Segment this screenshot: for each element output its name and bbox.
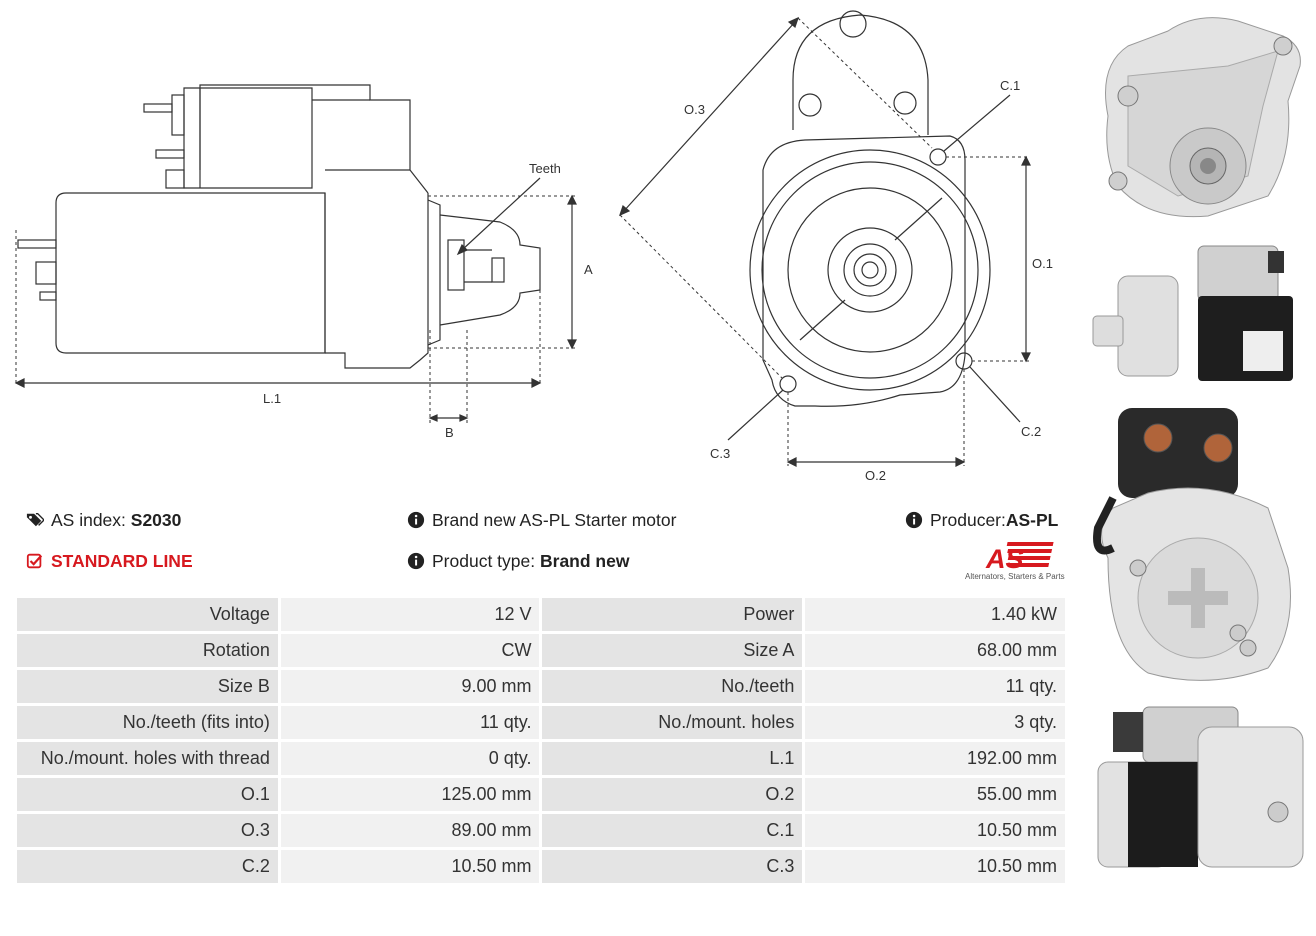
product-type-row: Product type: Brand new <box>407 550 629 572</box>
spec-value: 10.50 mm <box>805 814 1065 847</box>
spec-value: 10.50 mm <box>280 850 540 883</box>
spec-label: O.2 <box>542 778 803 811</box>
spec-value: 11 qty. <box>805 670 1065 703</box>
b-label: B <box>445 425 454 440</box>
standard-line-label: STANDARD LINE <box>51 551 193 571</box>
o2-label: O.2 <box>865 468 886 483</box>
spec-value: 125.00 mm <box>280 778 540 811</box>
product-type-value: Brand new <box>540 551 630 571</box>
producer-row: Producer:AS-PL <box>905 509 1058 531</box>
spec-label: C.3 <box>542 850 803 883</box>
spec-label: Voltage <box>17 598 278 631</box>
side-view-drawing: Teeth A L.1 B <box>14 84 593 440</box>
as-index-row: AS index: S2030 <box>26 509 181 531</box>
table-row: No./teeth (fits into)11 qty.No./mount. h… <box>17 706 1065 739</box>
spec-value: 0 qty. <box>280 742 540 775</box>
checkbox-checked-icon <box>26 553 43 569</box>
l1-label: L.1 <box>263 391 281 406</box>
product-photo-front <box>1105 17 1301 218</box>
spec-value: 1.40 kW <box>805 598 1065 631</box>
o1-label: O.1 <box>1032 256 1053 271</box>
spec-value: 11 qty. <box>280 706 540 739</box>
spec-value: 55.00 mm <box>805 778 1065 811</box>
spec-label: No./mount. holes with thread <box>17 742 278 775</box>
spec-value: 3 qty. <box>805 706 1065 739</box>
spec-label: Size A <box>542 634 803 667</box>
as-index-value: S2030 <box>130 510 182 530</box>
spec-label: Power <box>542 598 803 631</box>
spec-label: Size B <box>17 670 278 703</box>
description-text: Brand new AS-PL Starter motor <box>432 510 677 530</box>
spec-label: C.1 <box>542 814 803 847</box>
spec-value: 9.00 mm <box>280 670 540 703</box>
spec-label: L.1 <box>542 742 803 775</box>
c3-label: C.3 <box>710 446 730 461</box>
spec-label: C.2 <box>17 850 278 883</box>
as-logo-mark: AS <box>985 542 1054 574</box>
product-photo-side-2 <box>1097 706 1304 868</box>
producer-value: AS-PL <box>1005 510 1059 530</box>
spec-value: 68.00 mm <box>805 634 1065 667</box>
spec-label: Rotation <box>17 634 278 667</box>
spec-value: 89.00 mm <box>280 814 540 847</box>
logo-mark-text: AS <box>985 544 1024 574</box>
product-photo-side <box>1092 245 1293 381</box>
info-icon <box>407 552 425 570</box>
spec-label: No./teeth <box>542 670 803 703</box>
as-index-label: AS index: <box>51 510 126 530</box>
logo-tagline: Alternators, Starters & Parts <box>965 572 1065 581</box>
product-type-label: Product type: <box>432 551 536 571</box>
info-icon <box>407 511 425 529</box>
spec-value: 10.50 mm <box>805 850 1065 883</box>
teeth-label: Teeth <box>529 161 561 176</box>
producer-label: Producer: <box>930 510 1006 530</box>
info-icon <box>905 511 923 529</box>
c2-label: C.2 <box>1021 424 1041 439</box>
a-label: A <box>584 262 593 277</box>
front-view-drawing: O.3 C.1 O.1 C.2 C.3 O.2 <box>619 10 1053 483</box>
c1-label: C.1 <box>1000 78 1020 93</box>
spec-label: No./mount. holes <box>542 706 803 739</box>
spec-value: CW <box>280 634 540 667</box>
spec-label: O.3 <box>17 814 278 847</box>
spec-value: 12 V <box>280 598 540 631</box>
o3-label: O.3 <box>684 102 705 117</box>
spec-label: O.1 <box>17 778 278 811</box>
spec-value: 192.00 mm <box>805 742 1065 775</box>
as-pl-logo: AS Alternators, Starters & Parts <box>960 540 1070 584</box>
spec-label: No./teeth (fits into) <box>17 706 278 739</box>
standard-line-row: STANDARD LINE <box>26 550 193 572</box>
description-row: Brand new AS-PL Starter motor <box>407 509 676 531</box>
tags-icon <box>26 513 44 527</box>
product-photo-rear <box>1093 408 1291 681</box>
